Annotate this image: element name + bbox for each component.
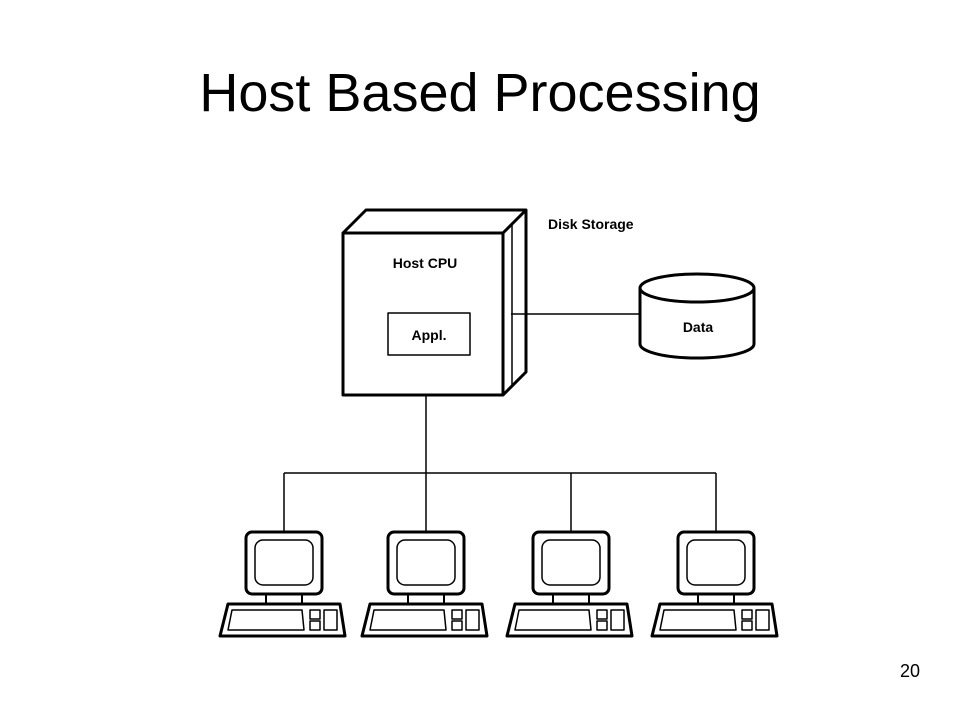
host-cpu-box bbox=[341, 208, 528, 397]
terminal bbox=[505, 530, 634, 638]
host-cpu-label: Host CPU bbox=[393, 255, 458, 271]
application-box bbox=[387, 312, 471, 356]
slide-number: 20 bbox=[899, 661, 920, 681]
terminal bbox=[650, 530, 779, 638]
data-label: Data bbox=[683, 319, 714, 335]
disk-storage-cylinder bbox=[638, 272, 756, 360]
terminal bbox=[360, 530, 489, 638]
application-label: Appl. bbox=[412, 327, 447, 343]
slide-title: Host Based Processing bbox=[199, 63, 761, 123]
disk-storage-label: Disk Storage bbox=[548, 216, 634, 232]
terminal bbox=[218, 530, 347, 638]
network-bus bbox=[283, 395, 717, 532]
